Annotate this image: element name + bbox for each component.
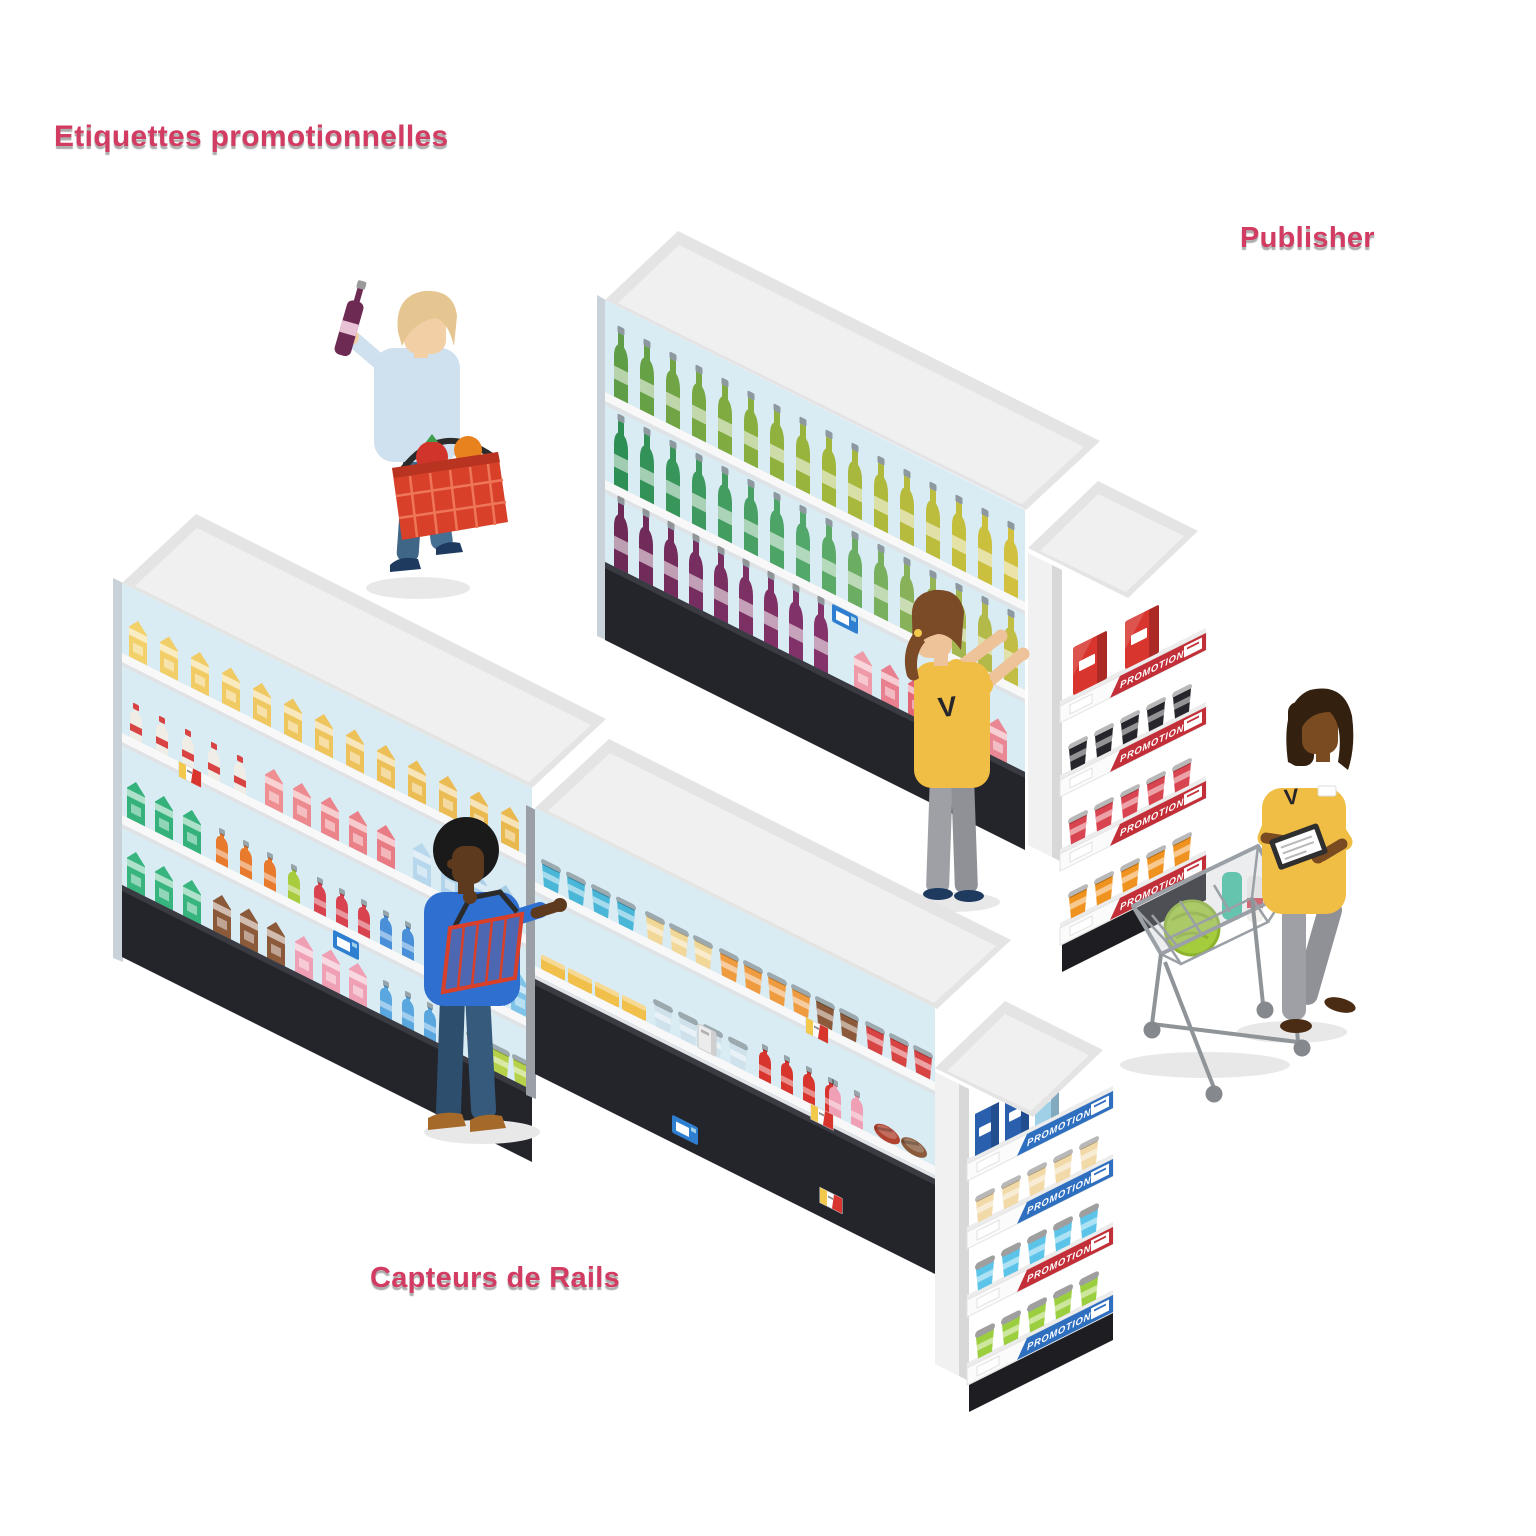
- shopping-basket: [440, 911, 525, 995]
- ear: [447, 859, 457, 869]
- clipboard: [1269, 823, 1328, 870]
- wine-bottle-in-hand: [334, 280, 367, 357]
- hand: [1016, 647, 1030, 661]
- endcap-shelf: PROMOTION: [1059, 683, 1207, 798]
- arm: [346, 332, 404, 384]
- caster-wheel: [1293, 1039, 1311, 1057]
- shoe: [390, 557, 421, 572]
- head: [1302, 708, 1338, 754]
- hand: [463, 890, 477, 904]
- pants-leg: [1282, 902, 1306, 1020]
- endcap-shelf: PROMOTION: [966, 1270, 1114, 1386]
- head: [452, 846, 484, 884]
- label-publisher: Publisher: [1240, 222, 1375, 254]
- shopping-basket: [392, 452, 508, 540]
- promotion-banner: [1017, 1159, 1113, 1224]
- hair: [397, 290, 457, 346]
- ponytail: [904, 630, 925, 681]
- staff-woman-restocking: V: [904, 589, 1030, 912]
- endcap-promotion-right: PROMOTION PROMOTION PROMOTION PROMOTION: [1028, 481, 1207, 972]
- vest-logo: V: [936, 690, 958, 723]
- jeans-leg: [435, 984, 466, 1126]
- shoe: [436, 542, 463, 555]
- side-panel: [113, 578, 123, 962]
- endcap-base-shadow: [969, 1313, 1113, 1412]
- shelf-label: [1069, 841, 1093, 863]
- shopper-woman: [334, 280, 508, 599]
- divider-panel: [526, 805, 536, 1099]
- hand: [994, 629, 1008, 643]
- shelf-label: [1069, 693, 1093, 715]
- shoe: [1280, 1019, 1312, 1033]
- shelf-board: [535, 966, 935, 1175]
- caster-wheel: [1205, 1085, 1223, 1103]
- shelf-board: [605, 392, 1025, 611]
- promotion-banner: [1017, 1091, 1113, 1156]
- shoe: [428, 1112, 466, 1130]
- arm: [1316, 838, 1348, 862]
- endcap-shelf: PROMOTION: [1059, 757, 1207, 872]
- wine-gondola: [597, 231, 1100, 850]
- promotion-banner: [1017, 1227, 1113, 1292]
- caster-wheel: [1256, 1001, 1274, 1019]
- shelf-board: [535, 882, 935, 1091]
- pants-leg: [926, 774, 953, 894]
- jeans-leg: [465, 984, 497, 1121]
- vest-logo: V: [1283, 784, 1301, 810]
- promotion-banner: [1017, 1295, 1113, 1360]
- caster-wheel: [1143, 1021, 1161, 1039]
- hair: [1286, 688, 1354, 770]
- hair-tie: [914, 629, 922, 637]
- shelf-board: [122, 733, 532, 947]
- staff-woman-cart: V: [1120, 688, 1356, 1103]
- endcap-base-shadow: [1062, 873, 1206, 972]
- endcap-promotion-bottom: PROMOTION PROMOTION PROMOTION PROMOTION: [935, 1001, 1114, 1412]
- endcap-shelf: PROMOTION: [1059, 604, 1207, 724]
- floor-shadow: [366, 577, 470, 599]
- hair: [911, 589, 964, 652]
- shoe: [470, 1114, 506, 1132]
- pants-leg: [951, 777, 978, 894]
- sleeve: [430, 892, 458, 926]
- shoe: [1324, 997, 1356, 1013]
- shelf-label: [976, 1287, 1000, 1309]
- hand: [553, 898, 567, 912]
- label-rail-sensors: Capteurs de Rails: [370, 1262, 621, 1294]
- base-plinth: [122, 885, 532, 1162]
- name-badge: [1317, 785, 1337, 797]
- endcap-shelf: PROMOTION: [966, 1072, 1114, 1182]
- shoe: [923, 888, 953, 900]
- shelf-label: [1069, 767, 1093, 789]
- shelf-label: [1069, 915, 1093, 937]
- shelf-label: [976, 1219, 1000, 1241]
- shopping-cart: [1131, 835, 1311, 1103]
- promotion-banner: [1110, 707, 1206, 772]
- promotion-banner: [1110, 781, 1206, 846]
- side-panel: [597, 295, 606, 640]
- deli-gondola-center: [526, 739, 1011, 1274]
- shopper-man: [424, 817, 567, 1144]
- shelf-board: [122, 653, 532, 867]
- promotion-banner: [1110, 633, 1206, 698]
- shelf-label: [976, 1151, 1000, 1173]
- label-promotional-labels: Etiquettes promotionnelles: [54, 120, 449, 153]
- shelf-label: [976, 1355, 1000, 1377]
- shoe: [954, 890, 984, 902]
- dairy-gondola-left: [113, 514, 606, 1162]
- basket-handle: [452, 889, 519, 928]
